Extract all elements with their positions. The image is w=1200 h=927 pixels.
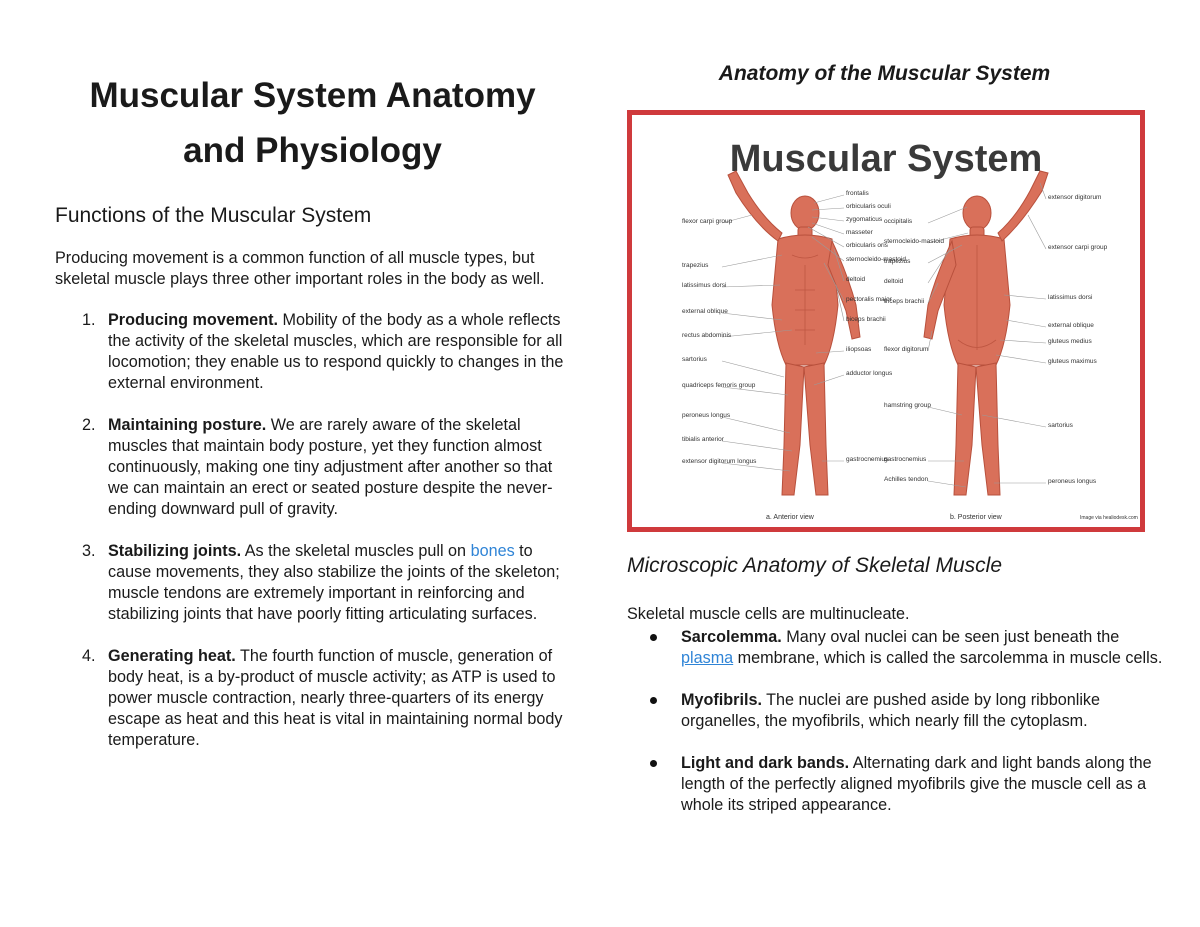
label-flexor-carpi: flexor carpi group bbox=[682, 218, 733, 225]
label-gastrocnemius-anterior: gastrocnemius bbox=[846, 456, 889, 463]
label-occipitalis: occipitalis bbox=[884, 218, 913, 225]
label-gluteus-medius: gluteus medius bbox=[1048, 338, 1092, 345]
list-item: Myofibrils. The nuclei are pushed aside … bbox=[627, 690, 1167, 732]
label-frontalis: frontalis bbox=[846, 190, 870, 197]
list-item: 3. Stabilizing joints. As the skeletal m… bbox=[55, 541, 575, 625]
label-zygomaticus: zygomaticus bbox=[846, 216, 883, 223]
label-external-oblique: external oblique bbox=[682, 308, 728, 315]
list-item: Sarcolemma. Many oval nuclei can be seen… bbox=[627, 627, 1167, 669]
list-term: Light and dark bands. bbox=[681, 754, 850, 772]
label-iliopsoas: iliopsoas bbox=[846, 346, 872, 353]
label-extensor-digitorum-longus: extensor digitorum longus bbox=[682, 458, 757, 465]
label-hamstring-group: hamstring group bbox=[884, 402, 931, 409]
label-trapezius-posterior: trapezius bbox=[884, 258, 911, 265]
bullet-icon bbox=[650, 697, 657, 704]
list-item: 4. Generating heat. The fourth function … bbox=[55, 646, 575, 751]
label-external-oblique-posterior: external oblique bbox=[1048, 322, 1094, 329]
list-text: Mobility of the body as a whole reflects… bbox=[108, 311, 564, 392]
right-column: Anatomy of the Muscular System Muscular … bbox=[627, 58, 1172, 814]
list-number: 1. bbox=[82, 311, 96, 329]
label-extensor-carpi: extensor carpi group bbox=[1048, 244, 1108, 251]
list-text: The fourth function of muscle, generatio… bbox=[108, 647, 563, 749]
label-masseter: masseter bbox=[846, 229, 874, 236]
figure-labels: flexor carpi group trapezius latissimus … bbox=[682, 190, 1138, 521]
label-tibialis-anterior: tibialis anterior bbox=[682, 436, 725, 443]
list-term: Producing movement. bbox=[108, 311, 278, 329]
posterior-caption: b. Posterior view bbox=[950, 514, 1003, 521]
label-sternocleidomastoid-posterior: sternocleido-mastoid bbox=[884, 238, 944, 245]
label-peroneus-longus-posterior: peroneus longus bbox=[1048, 478, 1097, 485]
label-quadriceps: quadriceps femoris group bbox=[682, 382, 756, 389]
label-gluteus-maximus: gluteus maximus bbox=[1048, 358, 1098, 365]
label-latissimus: latissimus dorsi bbox=[682, 282, 726, 289]
label-orbicularis-oris: orbicularis oris bbox=[846, 242, 889, 249]
label-trapezius: trapezius bbox=[682, 262, 709, 269]
label-gastrocnemius-posterior: gastrocnemius bbox=[884, 456, 927, 463]
label-flexor-digitorum: flexor digitorum bbox=[884, 346, 928, 353]
left-column: Muscular System Anatomy and Physiology F… bbox=[55, 68, 575, 772]
list-item: Light and dark bands. Alternating dark a… bbox=[627, 753, 1167, 816]
anterior-body bbox=[727, 170, 861, 496]
label-extensor-digitorum: extensor digitorum bbox=[1048, 194, 1101, 201]
microscopic-list: Sarcolemma. Many oval nuclei can be seen… bbox=[627, 627, 1167, 837]
label-latissimus-posterior: latissimus dorsi bbox=[1048, 294, 1092, 301]
figure-title: Anatomy of the Muscular System bbox=[718, 62, 1051, 85]
label-rectus-abdominis: rectus abdominis bbox=[682, 332, 732, 339]
bones-link[interactable]: bones bbox=[470, 542, 515, 560]
list-term: Myofibrils. bbox=[681, 691, 762, 709]
list-text: to cause movements, they also stabilize … bbox=[108, 542, 560, 623]
list-number: 3. bbox=[82, 542, 96, 560]
label-sternocleidomastoid: sternocleido-mastoid bbox=[846, 256, 906, 263]
label-pectoralis-major: pectoralis major bbox=[846, 296, 893, 303]
title-line-1: Muscular System Anatomy bbox=[89, 76, 536, 115]
list-term: Generating heat. bbox=[108, 647, 236, 665]
plasma-link[interactable]: plasma bbox=[681, 649, 734, 667]
label-sartorius-posterior: sartorius bbox=[1048, 422, 1074, 429]
list-text: We are rarely aware of the skeletal musc… bbox=[108, 416, 553, 518]
label-biceps-brachii: biceps brachii bbox=[846, 316, 886, 323]
muscular-system-illustration: Muscular System bbox=[682, 138, 1138, 521]
label-deltoid-posterior: deltoid bbox=[884, 278, 904, 285]
label-sartorius: sartorius bbox=[682, 356, 708, 363]
label-deltoid: deltoid bbox=[846, 276, 866, 283]
label-achilles-tendon: Achilles tendon bbox=[884, 476, 928, 483]
functions-intro: Producing movement is a common function … bbox=[55, 249, 545, 288]
posterior-body bbox=[923, 170, 1049, 496]
label-triceps-brachii: triceps brachii bbox=[884, 298, 924, 305]
label-orbicularis-oculi: orbicularis oculi bbox=[846, 203, 891, 210]
list-text: As the skeletal muscles pull on bbox=[241, 542, 471, 560]
label-peroneus-longus: peroneus longus bbox=[682, 412, 731, 419]
figure-heading: Muscular System bbox=[730, 138, 1043, 180]
list-text: membrane, which is called the sarcolemma… bbox=[733, 649, 1163, 667]
list-term: Sarcolemma. bbox=[681, 628, 782, 646]
title-line-2: and Physiology bbox=[183, 131, 442, 170]
label-adductor-longus: adductor longus bbox=[846, 370, 893, 377]
list-text: Many oval nuclei can be seen just beneat… bbox=[781, 628, 1120, 646]
anterior-caption: a. Anterior view bbox=[766, 514, 815, 521]
page-title: Muscular System Anatomy and Physiology bbox=[55, 68, 570, 178]
list-item: 2. Maintaining posture. We are rarely aw… bbox=[55, 415, 575, 520]
list-item: 1. Producing movement. Mobility of the b… bbox=[55, 310, 575, 394]
bullet-icon bbox=[650, 634, 657, 641]
list-term: Stabilizing joints. bbox=[108, 542, 242, 560]
bullet-icon bbox=[650, 760, 657, 767]
image-credit: Image via healiodesk.com bbox=[1080, 515, 1138, 521]
functions-heading: Functions of the Muscular System bbox=[55, 204, 372, 227]
functions-list: 1. Producing movement. Mobility of the b… bbox=[55, 310, 575, 751]
list-text: The nuclei are pushed aside by long ribb… bbox=[681, 691, 1101, 730]
list-text: Alternating dark and light bands along t… bbox=[681, 754, 1152, 814]
microscopic-intro: Skeletal muscle cells are multinucleate. bbox=[627, 605, 910, 623]
list-number: 2. bbox=[82, 416, 96, 434]
list-number: 4. bbox=[82, 647, 96, 665]
list-term: Maintaining posture. bbox=[108, 416, 267, 434]
muscular-system-figure: Muscular System bbox=[627, 110, 1145, 532]
microscopic-heading: Microscopic Anatomy of Skeletal Muscle bbox=[627, 554, 1003, 577]
